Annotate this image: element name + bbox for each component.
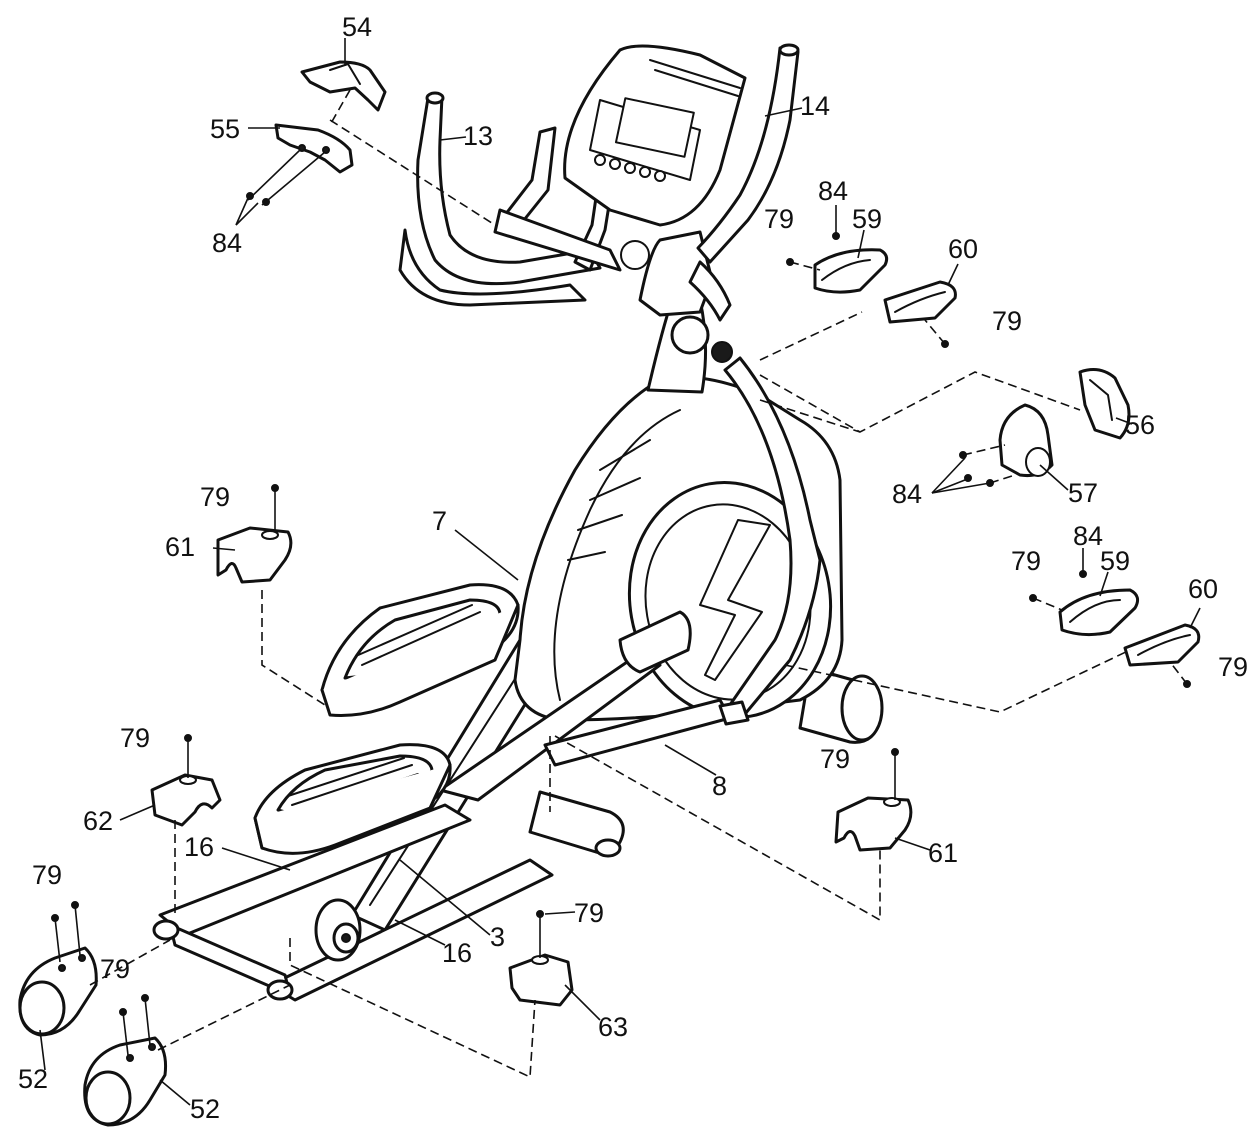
part-59-cover-lower	[1058, 588, 1140, 637]
part-52-wheel-upper	[18, 946, 98, 1037]
part-63-cap	[508, 953, 574, 1007]
handlebar-left	[398, 91, 602, 307]
part-60-cover-upper	[883, 280, 957, 324]
callout-3: 3	[490, 922, 505, 952]
part-62-cap	[150, 773, 222, 827]
callout-84-lower-right: 84	[1073, 521, 1103, 551]
callout-61-left: 61	[165, 532, 195, 562]
part-59-cover-upper	[813, 248, 889, 294]
callout-60-upper: 60	[948, 234, 978, 264]
callout-13: 13	[463, 121, 493, 151]
callout-59-upper: 59	[852, 204, 882, 234]
pedal-rear	[320, 583, 520, 717]
callout-56: 56	[1125, 410, 1155, 440]
screws-79	[51, 232, 1191, 1056]
callout-16-upper: 16	[184, 832, 214, 862]
part-57-cover	[998, 403, 1054, 477]
callout-79-right-cap: 79	[820, 744, 850, 774]
callout-8: 8	[712, 771, 727, 801]
callout-14: 14	[800, 91, 830, 121]
assembly-lines	[89, 89, 1131, 1079]
part-60-cover-lower	[1123, 623, 1201, 667]
main-frame	[152, 230, 884, 1002]
handlebar-right	[688, 43, 800, 322]
callout-63: 63	[598, 1012, 628, 1042]
callout-79-lower-right-b: 79	[1218, 652, 1248, 682]
callout-84-upper-right: 84	[818, 176, 848, 206]
callout-79-front-cap: 79	[120, 723, 150, 753]
callout-59-lower: 59	[1100, 546, 1130, 576]
callout-55: 55	[210, 114, 240, 144]
callout-57: 57	[1068, 478, 1098, 508]
callout-60-lower: 60	[1188, 574, 1218, 604]
callout-84-right: 84	[892, 479, 922, 509]
callout-79-left-cap: 79	[200, 482, 230, 512]
callout-52-upper: 52	[18, 1064, 48, 1094]
console	[563, 44, 747, 270]
callout-79-rear-cap: 79	[574, 898, 604, 928]
callout-84-upper-left: 84	[212, 228, 242, 258]
callout-79-wheel-upper: 79	[32, 860, 62, 890]
callout-79-upper-right-b: 79	[992, 306, 1022, 336]
callout-61-right: 61	[928, 838, 958, 868]
callout-54: 54	[342, 12, 372, 42]
pedal-front	[253, 743, 452, 855]
callout-79-wheel-lower: 79	[100, 954, 130, 984]
part-52-wheel-lower	[83, 1036, 167, 1127]
callout-79-upper-right-a: 79	[764, 204, 794, 234]
callout-62: 62	[83, 806, 113, 836]
callout-labels: 54 55 84 13 14 84 79 59 60 79 56 84 57 8…	[18, 12, 1248, 1124]
callout-7: 7	[432, 506, 447, 536]
callout-52-lower: 52	[190, 1094, 220, 1124]
part-56-cover	[1078, 368, 1131, 440]
part-61-cap-left	[216, 526, 293, 584]
part-84-screws-upper	[246, 149, 326, 206]
part-55-cover	[274, 123, 354, 174]
leader-lines	[39, 38, 1201, 1106]
callout-79-lower-right-a: 79	[1011, 546, 1041, 576]
callout-16-lower: 16	[442, 938, 472, 968]
part-61-cap-right	[834, 796, 913, 852]
